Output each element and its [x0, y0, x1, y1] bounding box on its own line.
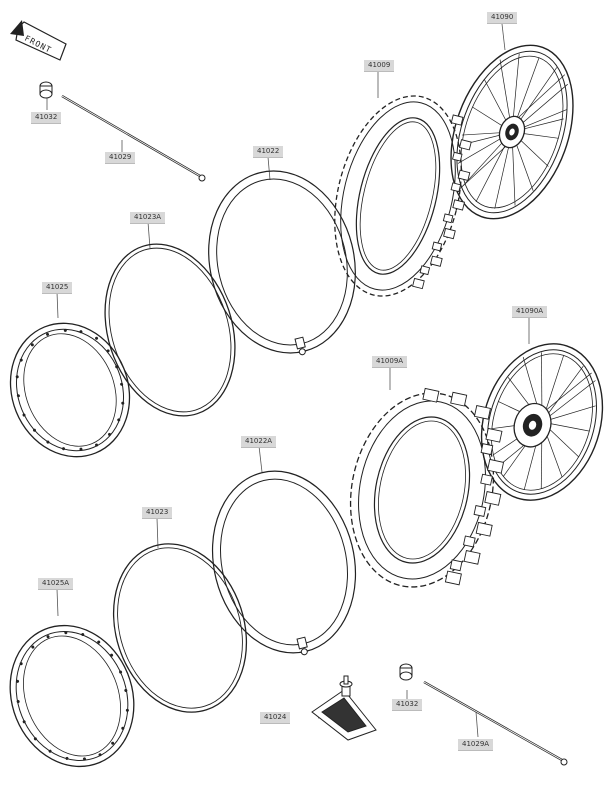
front-rim	[9, 322, 131, 458]
front-tire	[334, 95, 472, 297]
label-41024: 41024	[260, 712, 291, 724]
label-41032-bottom: 41032	[392, 699, 423, 711]
front-rim-band	[104, 243, 236, 417]
label-41025: 41025	[42, 282, 73, 294]
rear-tire	[349, 387, 505, 588]
rear-wheel-assembly	[480, 343, 604, 501]
label-41022a: 41022A	[241, 436, 277, 448]
rear-rim	[9, 624, 135, 768]
rear-rim-band	[112, 543, 248, 713]
rim-lock	[311, 675, 377, 741]
nipple-nut-bottom	[399, 663, 413, 681]
label-41009a: 41009A	[372, 356, 408, 368]
label-41009: 41009	[364, 60, 395, 72]
label-41025a: 41025A	[38, 578, 74, 590]
front-inner-tube	[208, 170, 356, 356]
rear-inner-tube	[211, 470, 357, 656]
label-41029a: 41029A	[458, 739, 494, 751]
spoke-top	[61, 95, 206, 182]
label-41090: 41090	[487, 12, 518, 24]
label-41090a: 41090A	[512, 306, 548, 318]
leader-lines	[46, 23, 530, 738]
label-41029: 41029	[105, 152, 136, 164]
spoke-bottom	[423, 681, 568, 766]
front-wheel-assembly	[450, 44, 574, 220]
label-41032-top: 41032	[31, 112, 62, 124]
label-41023a: 41023A	[130, 212, 166, 224]
front-direction-badge: FRONT	[10, 20, 67, 61]
label-41022: 41022	[253, 146, 284, 158]
label-41023: 41023	[142, 507, 173, 519]
nipple-nut-top	[39, 81, 53, 99]
